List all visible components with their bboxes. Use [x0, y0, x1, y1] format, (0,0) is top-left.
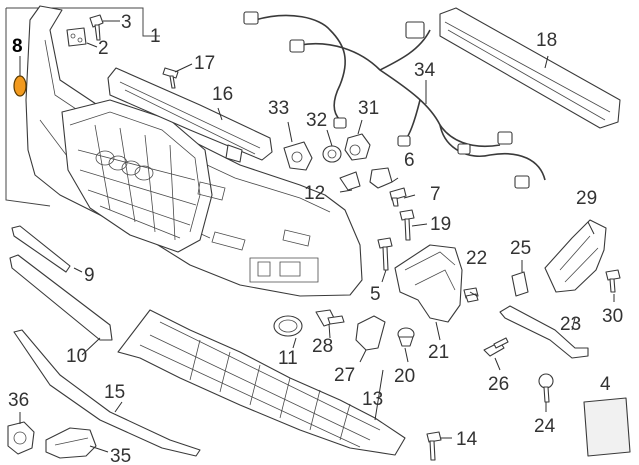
part-33-sensor-bracket: [283, 141, 313, 171]
part-14-bolt: [426, 431, 442, 461]
callout-32: 32: [306, 110, 327, 131]
part-4-hardware-bag: [583, 397, 631, 457]
callout-18: 18: [536, 30, 557, 51]
callout-7: 7: [430, 184, 441, 205]
part-18-reinforcement-bar: [439, 7, 621, 129]
callout-15: 15: [104, 382, 125, 403]
callout-27: 27: [334, 365, 355, 386]
callout-23: 23: [560, 314, 581, 335]
callout-25: 25: [510, 238, 531, 259]
part-10-trim-strip: [9, 254, 113, 341]
callout-29: 29: [576, 188, 597, 209]
leader-lines: [19, 20, 615, 453]
callout-33: 33: [268, 98, 289, 119]
callout-5: 5: [370, 284, 381, 305]
callout-6: 6: [404, 150, 415, 171]
part-16-absorber: [107, 67, 273, 163]
part-32-sensor-ring: [322, 145, 342, 163]
part-34-wire-harness: [243, 11, 546, 189]
callout-26: 26: [488, 374, 509, 395]
callout-12: 12: [304, 183, 325, 204]
part-17-push-pin: [162, 67, 179, 89]
callout-28: 28: [312, 336, 333, 357]
part-28-push-pin: [315, 309, 345, 327]
part-5-bolt: [377, 237, 393, 271]
callout-10: 10: [66, 346, 87, 367]
callout-8: 8: [12, 36, 23, 57]
part-25-clip: [511, 271, 529, 297]
part-31-parking-sensor: [344, 133, 371, 161]
part-7-bolt: [389, 187, 407, 207]
part-22-bolt: [463, 287, 479, 303]
part-6-nut: [369, 167, 393, 189]
part-29-side-bracket: [544, 219, 607, 293]
callout-16: 16: [212, 84, 233, 105]
callout-20: 20: [394, 366, 415, 387]
callout-2: 2: [98, 38, 109, 59]
callout-3: 3: [121, 12, 132, 33]
callout-14: 14: [456, 429, 478, 450]
callout-21: 21: [428, 342, 449, 363]
callout-13: 13: [362, 389, 383, 410]
part-8-highlighted-clip: [13, 75, 27, 97]
callout-24: 24: [534, 416, 556, 437]
callout-11: 11: [278, 348, 298, 369]
part-24-bolt: [538, 373, 554, 403]
callout-labels: 1 2 3 4 5 6 7 8 9 10 11 12 13 14 15 16 1…: [8, 12, 623, 465]
callout-30: 30: [602, 306, 623, 327]
callout-4: 4: [600, 374, 611, 395]
callout-31: 31: [358, 98, 379, 119]
part-35-washer-nozzle: [45, 427, 97, 459]
callout-1-bracket: [5, 7, 160, 207]
part-3-screw: [89, 14, 104, 41]
callout-36: 36: [8, 390, 29, 411]
part-30-bolt: [605, 269, 621, 293]
part-20-grommet: [397, 327, 415, 347]
part-36-sensor-holder: [7, 421, 35, 455]
callout-9: 9: [84, 265, 95, 286]
callout-22: 22: [466, 248, 487, 269]
part-9-trim-strip: [11, 225, 71, 273]
callout-19: 19: [430, 214, 451, 235]
bumper-cover: [25, 5, 363, 297]
callout-1: 1: [150, 26, 161, 47]
part-23-support-strap: [499, 305, 589, 359]
part-26-push-pin: [483, 337, 509, 357]
callout-34: 34: [414, 60, 436, 81]
part-19-bolt: [399, 209, 415, 241]
part-27-bracket: [355, 315, 386, 351]
part-13-lower-shield: [117, 309, 406, 456]
part-21-mount-bracket: [394, 244, 463, 323]
callout-35: 35: [110, 446, 131, 465]
part-12-bracket: [339, 171, 361, 191]
part-11-seal-ring: [273, 315, 303, 337]
part-15-trim-strip: [13, 329, 201, 457]
part-2-clip: [66, 27, 87, 47]
callout-17: 17: [194, 53, 215, 74]
